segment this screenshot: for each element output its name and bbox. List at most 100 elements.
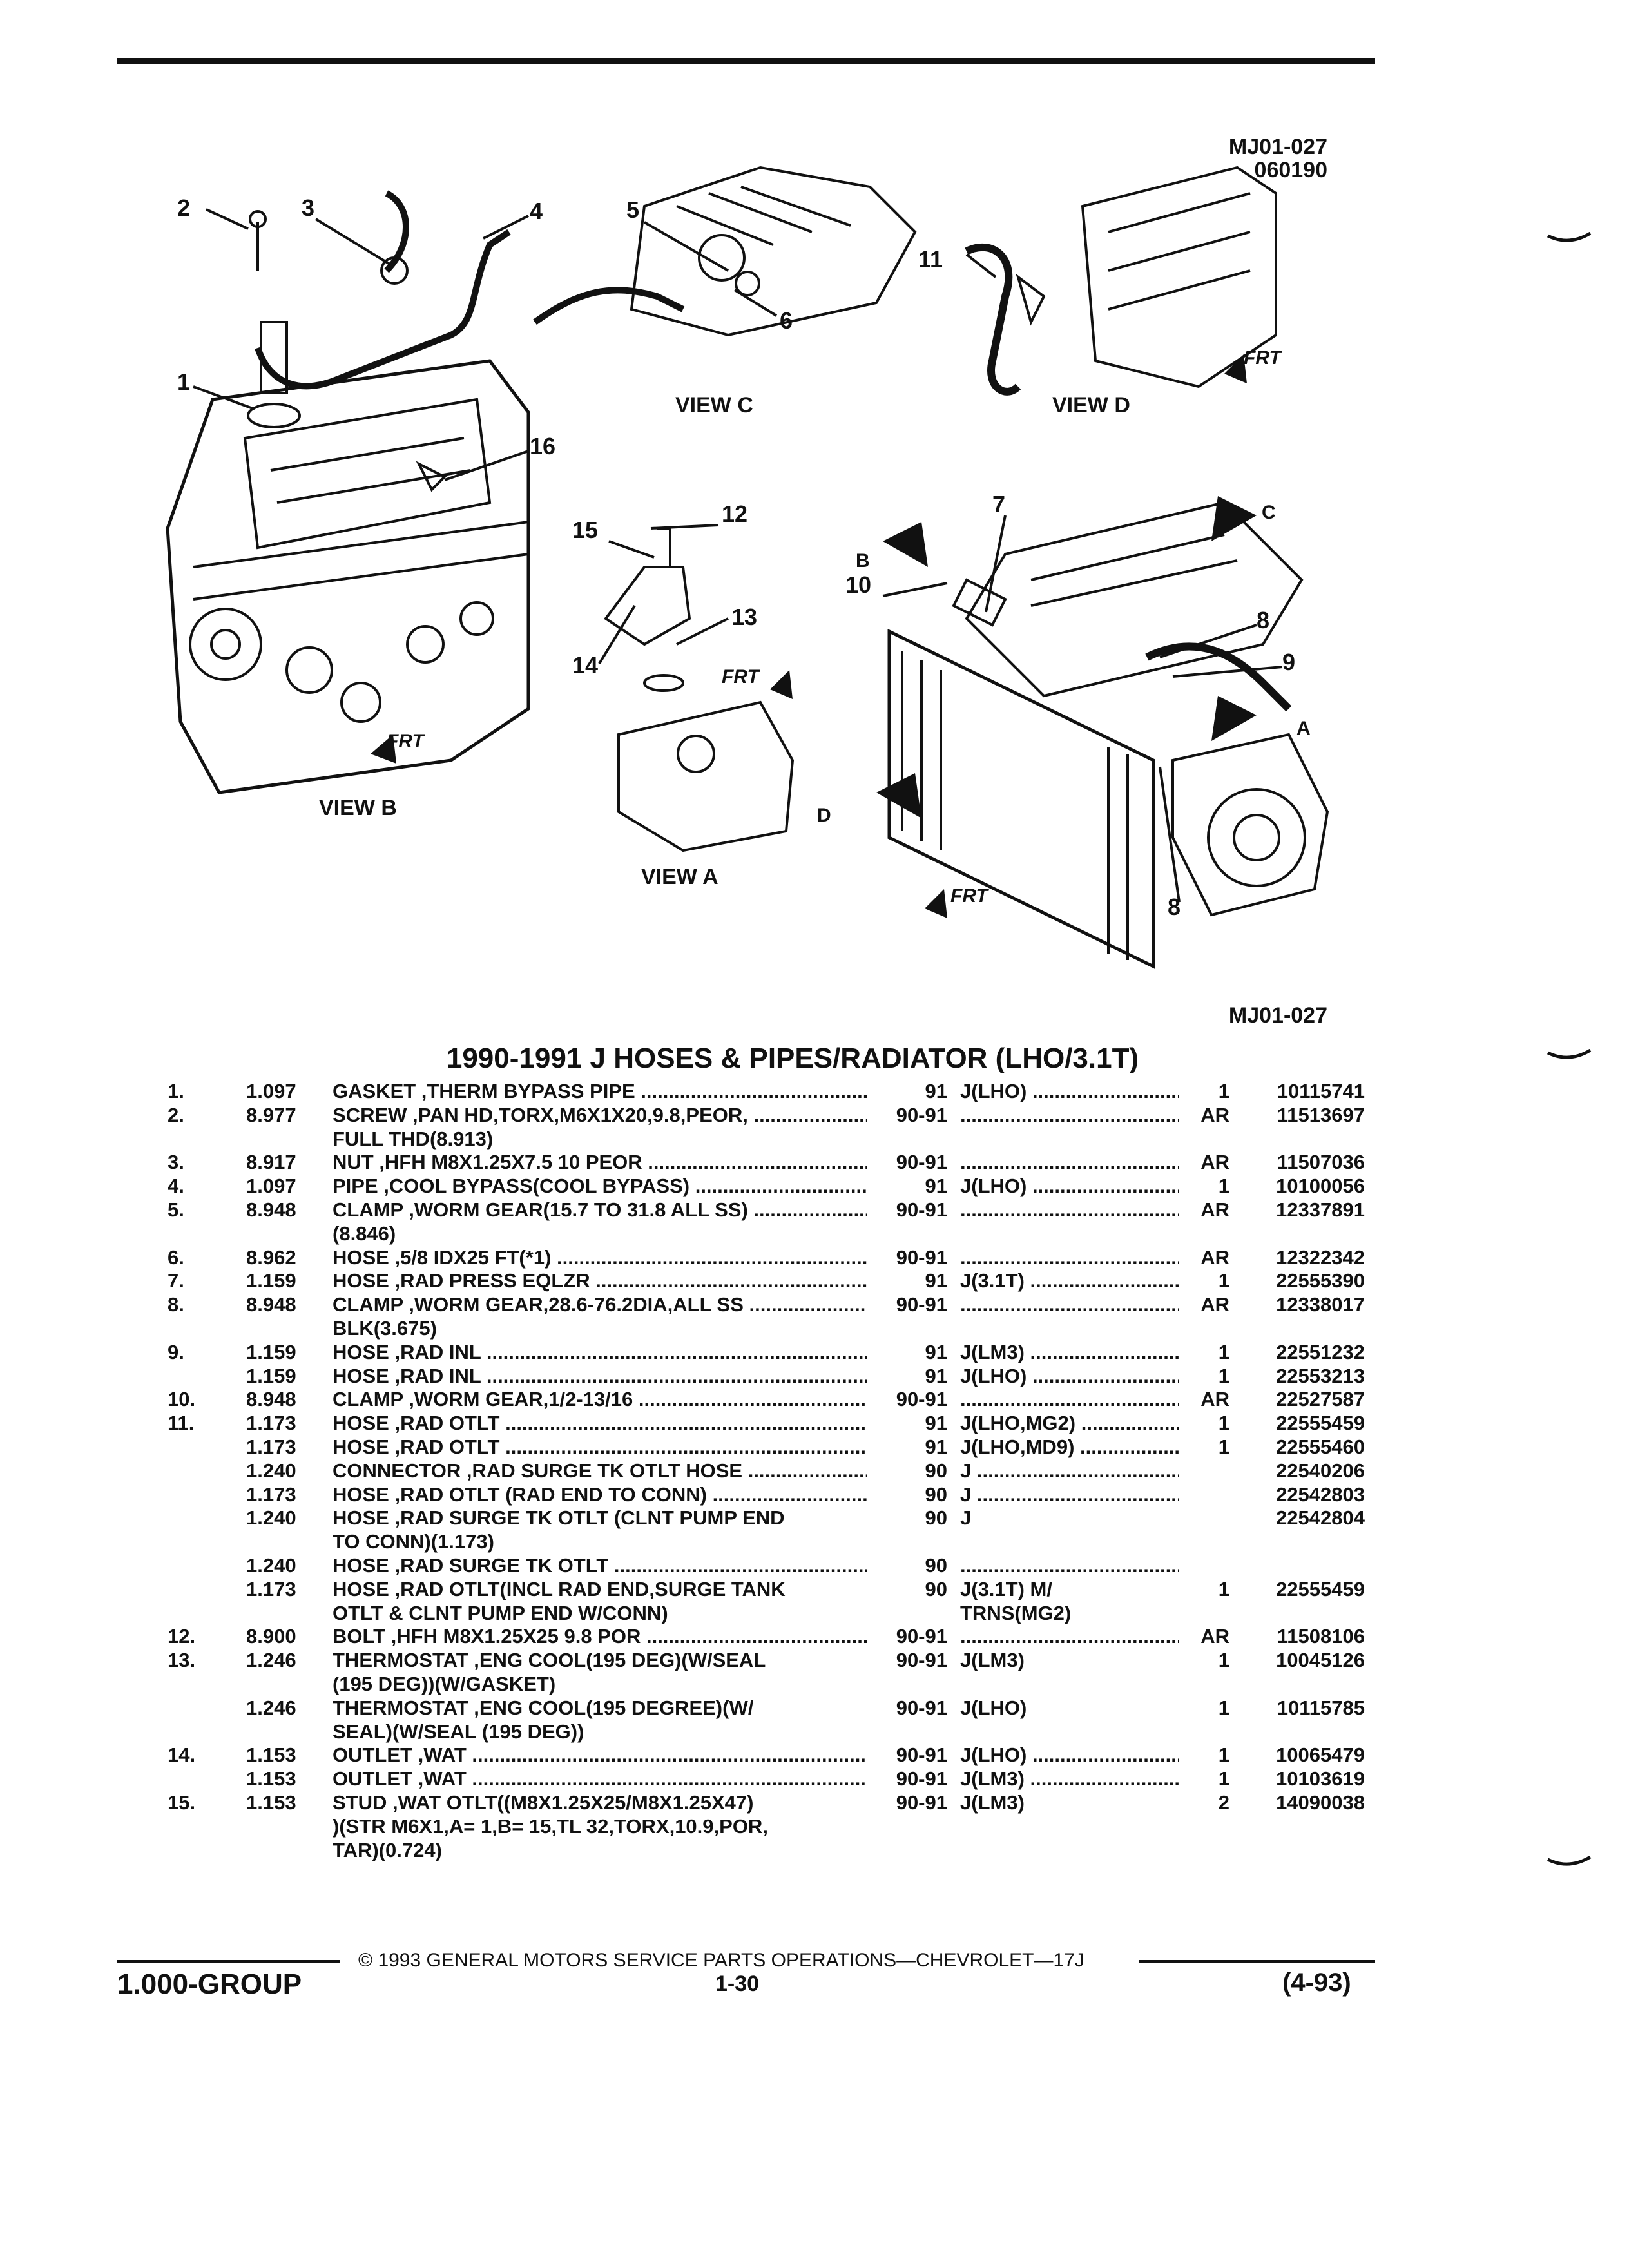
quantity: 1 xyxy=(1218,1175,1229,1198)
quantity: 1 xyxy=(1218,1080,1229,1102)
item-number: 14. xyxy=(168,1744,196,1767)
table-row: TO CONN)(1.173) xyxy=(0,1530,1629,1554)
description: (8.846) xyxy=(333,1222,396,1245)
model-year: 90 xyxy=(925,1483,947,1506)
part-number: 14090038 xyxy=(1276,1791,1365,1814)
footer-rule-left xyxy=(117,1960,340,1963)
item-number: 1. xyxy=(168,1080,184,1102)
group-number: 1.240 xyxy=(246,1506,296,1530)
model-year: 90-91 xyxy=(896,1696,947,1719)
part-number: 22555459 xyxy=(1276,1412,1365,1435)
group-number: 1.153 xyxy=(246,1767,296,1791)
quantity: AR xyxy=(1200,1103,1229,1126)
group-number: 1.159 xyxy=(246,1364,296,1387)
quantity: AR xyxy=(1200,1151,1229,1174)
callout-7: 7 xyxy=(992,491,1005,517)
part-number: 10103619 xyxy=(1276,1767,1365,1791)
quantity: 1 xyxy=(1218,1696,1229,1719)
model-code: J(3.1T) M/ xyxy=(960,1577,1052,1600)
callout-11: 11 xyxy=(918,246,943,273)
model-code xyxy=(960,1198,1179,1222)
table-row: SEAL)(W/SEAL (195 DEG)) xyxy=(0,1720,1629,1744)
model-code xyxy=(960,1104,1179,1127)
description: HOSE ,RAD OTLT xyxy=(333,1412,867,1435)
model-code: J(LHO) xyxy=(960,1365,1179,1388)
quantity: 1 xyxy=(1218,1744,1229,1767)
model-year: 91 xyxy=(925,1435,947,1458)
part-number: 22551232 xyxy=(1276,1340,1365,1363)
footer-copyright: © 1993 GENERAL MOTORS SERVICE PARTS OPER… xyxy=(358,1950,1084,1971)
part-number: 22555459 xyxy=(1276,1577,1365,1600)
model-code: J xyxy=(960,1459,1179,1483)
quantity: AR xyxy=(1200,1293,1229,1316)
exploded-parts-illustration: 2 3 4 1 5 6 11 16 15 12 13 14 7 10 8 9 8… xyxy=(166,166,1329,970)
description: CLAMP ,WORM GEAR,1/2-13/16 xyxy=(333,1388,867,1411)
item-number: 11. xyxy=(168,1412,195,1435)
model-code xyxy=(960,1554,1179,1577)
part-number: 22555390 xyxy=(1276,1269,1365,1293)
part-number: 12322342 xyxy=(1276,1245,1365,1269)
model-code: J(LHO) xyxy=(960,1175,1179,1198)
description: NUT ,HFH M8X1.25X7.5 10 PEOR xyxy=(333,1151,867,1174)
group-number: 1.246 xyxy=(246,1696,296,1719)
description: THERMOSTAT ,ENG COOL(195 DEGREE)(W/ xyxy=(333,1696,754,1719)
model-code: J(LM3) xyxy=(960,1649,1025,1672)
group-number: 1.153 xyxy=(246,1744,296,1767)
table-row: )(STR M6X1,A= 1,B= 15,TL 32,TORX,10.9,PO… xyxy=(0,1815,1629,1839)
model-code xyxy=(960,1293,1179,1316)
model-code: J(LHO,MG2) xyxy=(960,1412,1179,1435)
frt-label-a: FRT xyxy=(722,666,760,687)
description: )(STR M6X1,A= 1,B= 15,TL 32,TORX,10.9,PO… xyxy=(333,1814,768,1838)
description: HOSE ,5/8 IDX25 FT(*1) xyxy=(333,1246,867,1269)
group-number: 8.948 xyxy=(246,1388,296,1411)
part-number: 22540206 xyxy=(1276,1459,1365,1482)
model-year: 90-91 xyxy=(896,1649,947,1672)
model-year: 90-91 xyxy=(896,1245,947,1269)
binder-mark xyxy=(1547,1856,1592,1866)
figure-ref-date: 060190 xyxy=(1254,158,1327,182)
quantity: 1 xyxy=(1218,1435,1229,1458)
quantity: 1 xyxy=(1218,1577,1229,1600)
part-number: 22542804 xyxy=(1276,1506,1365,1530)
group-number: 1.159 xyxy=(246,1269,296,1293)
quantity: AR xyxy=(1200,1245,1229,1269)
model-code xyxy=(960,1151,1179,1174)
binder-mark xyxy=(1547,232,1592,242)
callout-2: 2 xyxy=(177,195,190,221)
callout-13: 13 xyxy=(731,604,757,630)
description: HOSE ,RAD OTLT xyxy=(333,1436,867,1459)
view-a-label: VIEW A xyxy=(641,865,718,889)
description: (195 DEG))(W/GASKET) xyxy=(333,1672,556,1695)
part-number: 22553213 xyxy=(1276,1364,1365,1387)
binder-mark xyxy=(1547,1049,1592,1059)
item-number: 7. xyxy=(168,1269,184,1293)
model-year: 90 xyxy=(925,1577,947,1600)
part-number: 10100056 xyxy=(1276,1175,1365,1198)
item-number: 12. xyxy=(168,1625,196,1648)
group-number: 1.153 xyxy=(246,1791,296,1814)
group-number: 1.246 xyxy=(246,1649,296,1672)
model-code: J(LHO) xyxy=(960,1744,1179,1767)
group-number: 8.900 xyxy=(246,1625,296,1648)
model-year: 90 xyxy=(925,1506,947,1530)
table-row: OTLT & CLNT PUMP END W/CONN)TRNS(MG2) xyxy=(0,1602,1629,1626)
group-number: 8.948 xyxy=(246,1198,296,1221)
description: CONNECTOR ,RAD SURGE TK OTLT HOSE xyxy=(333,1459,867,1483)
footer-date: (4-93) xyxy=(1282,1968,1351,1997)
model-year: 90-91 xyxy=(896,1388,947,1411)
description: HOSE ,RAD OTLT(INCL RAD END,SURGE TANK xyxy=(333,1577,786,1600)
callout-3: 3 xyxy=(302,195,314,221)
quantity: 1 xyxy=(1218,1364,1229,1387)
description: SEAL)(W/SEAL (195 DEG)) xyxy=(333,1720,584,1743)
description: FULL THD(8.913) xyxy=(333,1127,494,1150)
model-code: J(LM3) xyxy=(960,1791,1025,1814)
model-year: 90-91 xyxy=(896,1744,947,1767)
model-code: J(LHO) xyxy=(960,1696,1027,1719)
group-number: 8.977 xyxy=(246,1103,296,1126)
